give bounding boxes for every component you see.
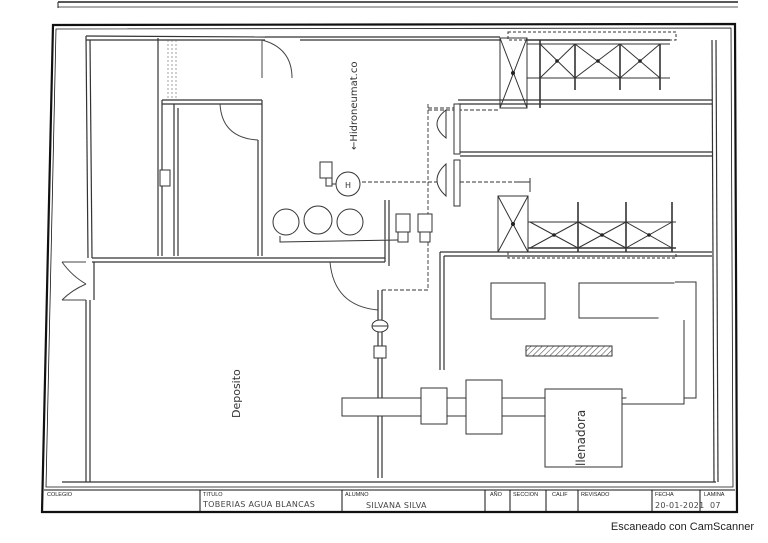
truss-joints [511,59,651,237]
hatched-wall [167,40,177,100]
revisado-label: REVISADO [581,492,610,498]
scan-top-edge [57,1,738,8]
titulo-label: TITULO [203,492,223,498]
lamina-value: 07 [710,501,721,510]
fecha-value: 20-01-2021 [655,501,705,510]
wall-fixture [159,169,171,187]
filling-line [341,281,697,468]
pipe-valves [436,103,531,207]
inline-valve [371,319,389,359]
hydropneumatic-equipment [272,161,433,243]
seccion-label: SECCION [513,492,538,498]
doors [61,39,379,311]
camscanner-watermark: Escaneado con CamScanner [610,521,754,533]
alumno-value: SILVANA SILVA [366,501,427,510]
sheet-border [40,22,739,514]
building-walls [62,35,719,483]
title-block: COLEGIO TITULO TOBERIAS AGUA BLANCAS ALU… [44,489,735,511]
lamina-label: LAMINA [704,492,725,498]
hydropneumatic-label: ←Hidroneumat.co [349,62,360,150]
titulo-value: TOBERIAS AGUA BLANCAS [202,500,315,509]
calif-label: CALIF [552,492,568,498]
tank-h-label: H [345,181,351,190]
colegio-label: COLEGIO [47,492,73,498]
llenadora-label: llenadora [574,410,588,466]
conveyor-truss-bottom [497,195,677,259]
alumno-label: ALUMNO [345,492,369,498]
deposito-label: Deposito [230,369,243,418]
ano-label: AÑO [490,491,503,498]
work-tables [490,282,676,357]
fecha-label: FECHA [655,492,674,498]
conveyor-truss-top [499,31,677,109]
